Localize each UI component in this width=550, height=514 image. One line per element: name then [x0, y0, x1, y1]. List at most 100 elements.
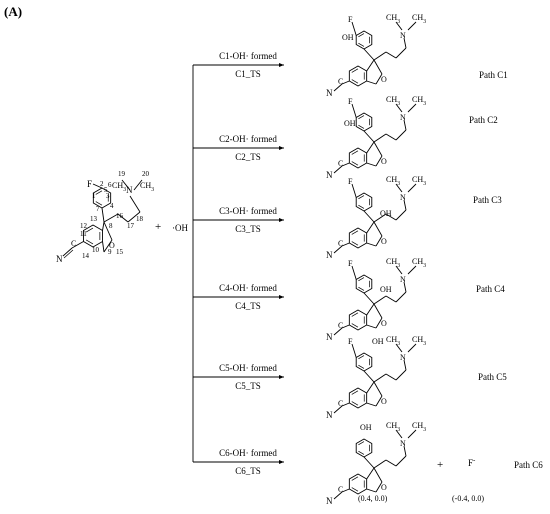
bond-nitrile-c — [341, 324, 350, 329]
atom-n-amine: N — [400, 439, 406, 448]
atom-number-2: 2 — [100, 180, 104, 188]
path-formed-label-2: C2-OH· formed — [219, 134, 277, 144]
bond-furan — [373, 381, 383, 397]
atom-f: F — [348, 259, 353, 268]
bond-chain — [373, 373, 387, 383]
atom-o-ring: O — [381, 157, 387, 166]
bond-n-methyl — [395, 183, 403, 193]
bond-chain — [129, 195, 141, 213]
bond-chain — [127, 211, 141, 223]
methyl-b: CH3 — [412, 421, 426, 433]
atom-number-4: 4 — [110, 202, 114, 210]
bond-chain — [395, 369, 407, 381]
bond-n-methyl — [407, 343, 417, 353]
bond-chain — [103, 213, 119, 223]
methyl-b-sub: 3 — [423, 19, 426, 25]
bond-c-f — [92, 183, 103, 189]
bond-furan — [366, 242, 377, 247]
product-benzo-ring-double-bond — [351, 312, 359, 317]
atom-f: F — [348, 337, 353, 346]
bond-c-f — [351, 21, 357, 36]
atom-f: F — [348, 15, 353, 24]
benzo-ring-double-bond — [85, 227, 94, 233]
atom-number-19: 19 — [118, 170, 126, 178]
bond-chain — [385, 295, 397, 303]
atom-c-nitrile: C — [338, 77, 343, 86]
bond-ring-quaternary — [101, 207, 105, 223]
path-label-c5: Path C5 — [478, 372, 507, 382]
atom-number-11: 11 — [80, 230, 87, 238]
bond-chain — [385, 373, 397, 381]
bond-furan — [373, 59, 383, 75]
bond-quaternary-benzo — [366, 303, 375, 316]
product-benzo-ring-double-bond — [351, 79, 359, 84]
bond-chain — [395, 291, 407, 303]
arrow-head-6 — [279, 460, 284, 464]
methyl-b: CH3 — [140, 181, 154, 193]
product-phenyl-ring-double-bond — [358, 42, 365, 47]
fluorophenyl-ring-double-bond — [95, 201, 103, 206]
bond-chain — [385, 133, 397, 141]
bond-chain — [373, 213, 387, 223]
bond-nitrile-triple — [333, 83, 343, 92]
path-label-c1: Path C1 — [479, 70, 508, 80]
hydroxyl-radical: ·OH — [172, 223, 188, 233]
product-benzo-ring-double-bond — [351, 487, 359, 492]
product-benzo-ring-double-bond — [351, 161, 359, 166]
atom-number-20: 20 — [142, 170, 150, 178]
atom-number-6: 6 — [108, 181, 112, 189]
atom-c-nitrile: C — [338, 399, 343, 408]
bond-quaternary-benzo — [366, 467, 375, 480]
atom-n-amine: N — [400, 275, 406, 284]
bond-nitrile-c — [71, 241, 84, 249]
methyl-a-sub: 3 — [397, 427, 400, 433]
methyl-b: CH3 — [412, 257, 426, 269]
product-phenyl-ring-double-bond — [358, 441, 365, 446]
charge-left: (0.4, 0.0) — [358, 494, 388, 503]
bond-furan — [375, 73, 383, 85]
bond-quaternary-benzo — [366, 59, 375, 72]
bond-furan — [103, 221, 113, 241]
bond-ring-quaternary — [363, 210, 375, 223]
atom-n-nitrile: N — [326, 88, 333, 98]
methyl-a-sub: 3 — [397, 341, 400, 347]
atom-number-17: 17 — [127, 222, 135, 230]
fluoride-ion: F- — [468, 456, 476, 468]
atom-n-nitrile: N — [326, 410, 333, 420]
bond-chain — [373, 295, 387, 305]
atom-f: F — [348, 177, 353, 186]
bond-furan — [375, 481, 383, 493]
atom-n-amine: N — [400, 193, 406, 202]
atom-o-ring: O — [381, 237, 387, 246]
bond-n-methyl — [133, 179, 143, 191]
atom-o-ring: O — [109, 241, 115, 250]
bond-chain — [403, 359, 407, 371]
bond-nitrile-c — [341, 162, 350, 167]
bond-chain — [403, 119, 407, 131]
bond-furan — [366, 402, 377, 407]
path-label-c4: Path C4 — [476, 284, 505, 294]
arrow-head-3 — [279, 218, 284, 222]
methyl-a-sub: 3 — [123, 187, 126, 193]
path-formed-label-1: C1-OH· formed — [219, 51, 277, 61]
atom-n-nitrile: N — [326, 170, 333, 180]
bond-furan — [373, 141, 383, 157]
bond-nitrile-triple — [333, 245, 343, 254]
bond-chain — [373, 51, 387, 61]
bond-c-f — [351, 103, 357, 118]
bond-ring-quaternary — [363, 370, 375, 383]
methyl-a-sub: 3 — [397, 181, 400, 187]
bond-chain — [403, 445, 407, 457]
bond-chain — [385, 51, 397, 59]
bond-n-methyl — [395, 21, 403, 31]
bond-n-methyl — [395, 429, 403, 439]
bond-nitrile-c — [341, 242, 350, 247]
bond-n-methyl — [395, 103, 403, 113]
product-benzo-ring-double-bond — [351, 150, 359, 155]
path-ts-label-1: C1_TS — [235, 69, 261, 79]
bond-furan — [375, 317, 383, 329]
bond-nitrile-c — [341, 488, 350, 493]
